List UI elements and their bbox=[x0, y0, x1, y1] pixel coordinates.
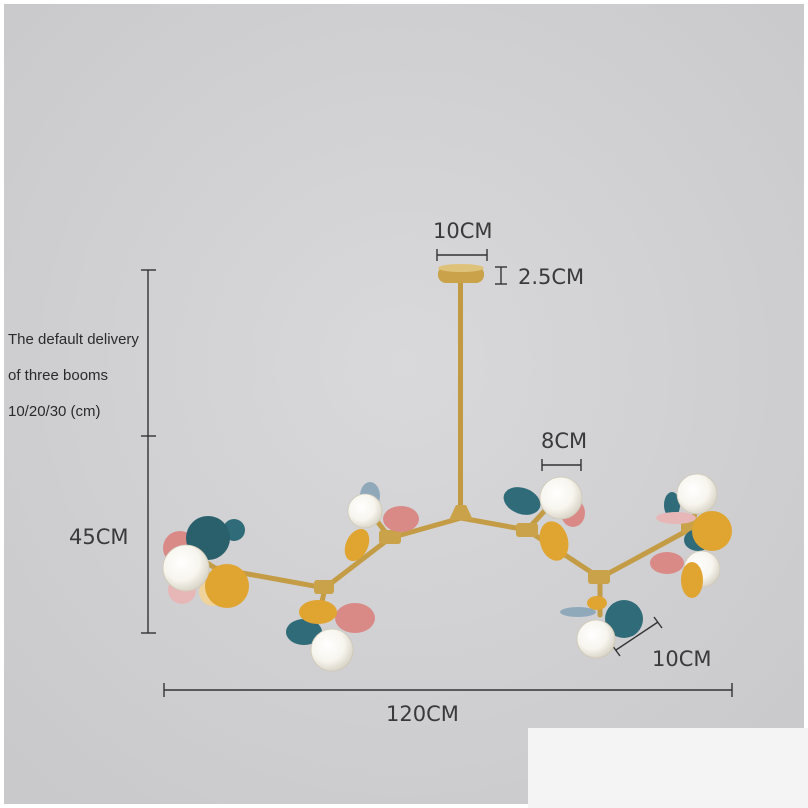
canopy-height-label: 2.5CM bbox=[518, 265, 585, 289]
delivery-note-line-3: 10/20/30 (cm) bbox=[8, 403, 101, 420]
canopy-diameter-label: 10CM bbox=[433, 219, 493, 243]
globe-diameter-label: 8CM bbox=[541, 429, 588, 453]
leaf-diameter-label: 10CM bbox=[652, 647, 712, 671]
leaf-cluster-left-center bbox=[344, 482, 419, 562]
width-label: 120CM bbox=[386, 702, 459, 726]
height-label: 45CM bbox=[69, 525, 129, 549]
leaf-cluster-right bbox=[650, 473, 732, 598]
drop-rod bbox=[458, 283, 463, 515]
backdrop bbox=[4, 4, 804, 804]
dimension-lines bbox=[141, 249, 733, 697]
leaf-cluster-lower-left bbox=[286, 600, 375, 672]
delivery-note-line-2: of three booms bbox=[8, 367, 109, 384]
leaf-cluster-lower-right bbox=[560, 596, 643, 659]
delivery-note-line-1: The default delivery bbox=[8, 331, 139, 348]
corner-patch bbox=[528, 728, 808, 808]
leaf-cluster-left bbox=[162, 516, 249, 608]
ceiling-canopy bbox=[438, 264, 484, 283]
leaf-cluster-right-center bbox=[503, 476, 585, 561]
